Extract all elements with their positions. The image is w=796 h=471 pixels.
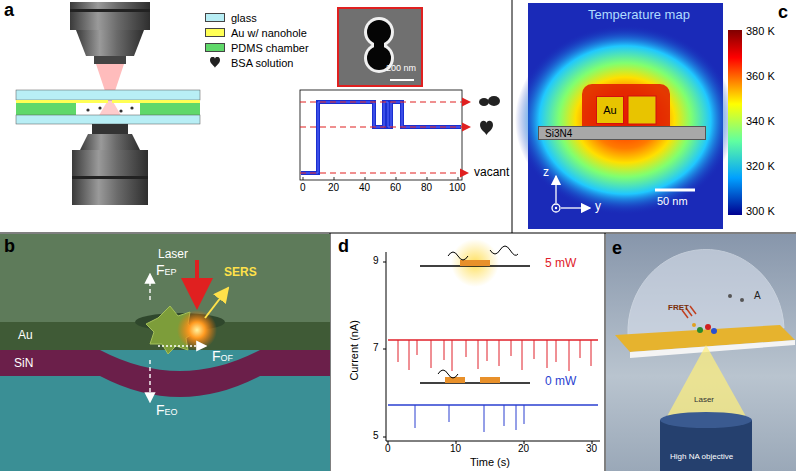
- power-label: 5 mW: [545, 257, 576, 271]
- axis-tick: 10: [450, 443, 461, 455]
- species-label: A: [754, 290, 761, 302]
- objective-label: High NA objective: [670, 452, 733, 461]
- legend-text: Au w/ nanohole: [231, 27, 307, 39]
- sers-nanopore: [0, 234, 330, 471]
- axis-tick: 5: [373, 430, 379, 442]
- legend-swatch: [205, 13, 225, 22]
- panel-letter: a: [4, 0, 14, 21]
- force-label: FEP: [156, 262, 177, 278]
- axis-tick: 20: [518, 443, 529, 455]
- legend-row: PDMS chamber: [205, 40, 309, 55]
- legend-swatch: [205, 43, 225, 52]
- force-label: FEO: [156, 402, 178, 418]
- layer-label: SiN: [14, 357, 33, 371]
- axis-tick: 0: [385, 443, 391, 455]
- state-label: vacant: [474, 166, 509, 180]
- legend-row: Au w/ nanohole: [205, 25, 309, 40]
- membrane-band: Si3N4: [538, 126, 706, 140]
- axis-tick: 0: [300, 182, 306, 194]
- force-label: FOF: [212, 348, 233, 364]
- panel-letter: e: [612, 238, 622, 259]
- axis-tick: 9: [373, 255, 379, 267]
- axis-title: Time (s): [470, 456, 510, 469]
- axis-tick: 7: [373, 342, 379, 354]
- axis-tick: 60: [390, 182, 401, 194]
- scale-label: 200 nm: [386, 63, 416, 73]
- metal-block: Au: [596, 96, 624, 124]
- optical-trap-setup: [16, 2, 200, 205]
- legend-row: glass: [205, 10, 309, 25]
- colorbar-tick: 360 K: [746, 70, 775, 83]
- layer-label: Au: [18, 329, 33, 343]
- current-trace: [383, 239, 600, 444]
- axis-name: y: [595, 200, 601, 214]
- trapping-trace: [300, 90, 500, 180]
- colorbar-tick: 340 K: [746, 115, 775, 128]
- legend-text: glass: [231, 12, 257, 24]
- axis-tick: 20: [328, 182, 339, 194]
- signal-label: SERS: [224, 266, 257, 280]
- beam-label: Laser: [694, 395, 714, 404]
- axis-tick: 80: [421, 182, 432, 194]
- panel-letter: c: [778, 2, 788, 23]
- node-text: Au: [603, 104, 616, 116]
- legend: glass Au w/ nanoholePDMS chamberBSA solut…: [205, 10, 309, 70]
- scale-label: 50 nm: [657, 195, 688, 208]
- colorbar-tick: 300 K: [746, 205, 775, 218]
- panel-letter: b: [4, 236, 15, 257]
- colorbar-tick: 380 K: [746, 25, 775, 38]
- beam-label: Laser: [158, 248, 188, 262]
- power-label: 0 mW: [545, 375, 576, 389]
- axis-tick: 30: [586, 443, 597, 455]
- panel-letter: d: [338, 236, 349, 257]
- axis-title: Current (nA): [348, 320, 361, 381]
- sem-image: [338, 8, 422, 86]
- heart-icon: [205, 57, 225, 69]
- axis-name: z: [543, 166, 549, 180]
- colorbar-tick: 320 K: [746, 160, 775, 173]
- legend-swatch: [205, 28, 225, 37]
- legend-row: BSA solution: [205, 55, 309, 70]
- legend-text: BSA solution: [231, 57, 293, 69]
- axis-tick: 40: [359, 182, 370, 194]
- legend-text: PDMS chamber: [231, 42, 309, 54]
- heat-map: [515, 3, 742, 229]
- process-label: FRET: [668, 303, 689, 312]
- node-text: Si3N4: [545, 128, 572, 139]
- map-title: Temperature map: [588, 8, 690, 23]
- axis-tick: 100: [449, 182, 466, 194]
- dome-trap: [606, 234, 796, 471]
